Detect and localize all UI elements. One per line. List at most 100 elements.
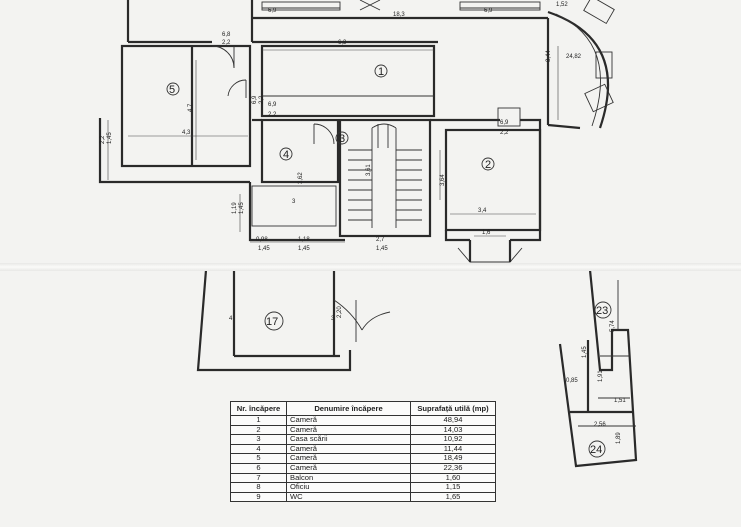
- dim-label: 3,61: [366, 164, 372, 176]
- room-17-outline: [196, 269, 391, 372]
- dim-label: 1,52: [556, 2, 568, 8]
- room-number-24: 24: [590, 444, 602, 456]
- row-number: 9: [230, 491, 287, 503]
- row-name: Cameră: [286, 424, 411, 436]
- dim-label: 6,9: [268, 8, 277, 14]
- room-17-marker: [264, 311, 284, 331]
- dim-label: 1,6: [482, 230, 491, 236]
- room-number-23: 23: [596, 305, 608, 317]
- row-number: 2: [230, 424, 287, 436]
- dim-label: 3,64: [440, 174, 446, 186]
- dim-label: 6,8: [222, 32, 231, 38]
- row-area: 11,44: [410, 443, 496, 455]
- hallway-walls: [98, 79, 345, 242]
- room-number-markers: 5 1 4 3 2: [166, 64, 495, 171]
- room-number-2: 2: [485, 159, 491, 171]
- dim-label: 2,2: [500, 130, 509, 136]
- dim-label: 2,7: [376, 237, 385, 243]
- row-number: 6: [230, 462, 287, 474]
- row-area: 1,60: [410, 472, 496, 484]
- dim-label: 1,45: [107, 132, 113, 144]
- dim-label: 4,3: [182, 130, 191, 136]
- row-number: 7: [230, 472, 287, 484]
- dim-label: 1,18: [298, 237, 310, 243]
- dim-label: 3: [331, 316, 335, 322]
- dim-label: 3: [292, 199, 296, 205]
- row-number: 3: [230, 434, 287, 445]
- room-4-outline: [251, 118, 340, 227]
- row-area: 1,65: [410, 491, 496, 503]
- room-1-outline: [260, 44, 436, 118]
- dimension-labels: 6,8 2,2 18,3 6,9 6,9 1,52 6,3 8,44 24,82…: [100, 2, 582, 252]
- row-number: 1: [230, 415, 287, 426]
- dim-label: 1,45: [298, 246, 310, 252]
- row-area: 22,36: [410, 462, 496, 474]
- dim-label: 6,9: [484, 8, 493, 14]
- header-room-number: Nr. încăpere: [230, 401, 287, 416]
- dim-label: 2,2: [268, 112, 277, 118]
- room-number-4: 4: [283, 149, 289, 161]
- row-number: 5: [230, 453, 287, 464]
- header-room-name: Denumire încăpere: [286, 401, 411, 416]
- row-number: 8: [230, 482, 287, 493]
- room-areas-table: Nr. încăpere Denumire încăpere Suprafață…: [230, 401, 496, 503]
- dim-label: 6,9: [252, 95, 258, 104]
- row-area: 18,49: [410, 453, 496, 464]
- dim-label: 2,56: [594, 422, 606, 428]
- header-room-area: Suprafață utilă (mp): [410, 401, 496, 416]
- dim-label: 1,51: [614, 398, 626, 404]
- dim-label: 1,45: [582, 346, 588, 358]
- dim-label: 5,74: [610, 320, 616, 332]
- top-wall-segment: [126, 0, 548, 44]
- dim-label: 1,89: [616, 432, 622, 444]
- room-number-1: 1: [378, 66, 384, 78]
- room-23-marker: [594, 301, 612, 319]
- row-name: Cameră: [286, 453, 411, 464]
- dim-label: 3,4: [478, 208, 487, 214]
- dim-label: 4: [229, 316, 233, 322]
- row-name: Balcon: [286, 472, 411, 484]
- room-24-marker: [588, 440, 606, 458]
- row-name: Cameră: [286, 462, 411, 474]
- row-area: 48,94: [410, 415, 496, 426]
- dim-label: 1,91: [598, 370, 604, 382]
- dim-label: 6,3: [338, 40, 347, 46]
- room-number-3: 3: [339, 133, 345, 145]
- bay-window-room: [546, 0, 615, 130]
- dimension-lines: [107, 46, 559, 243]
- dim-label: 6,9: [268, 102, 277, 108]
- dim-label: 1,45: [376, 246, 388, 252]
- dim-label: 0,85: [566, 378, 578, 384]
- dim-label: 1,45: [239, 202, 245, 214]
- dim-label: 1,19: [232, 202, 238, 214]
- dim-label: 3,62: [298, 172, 304, 184]
- dim-label: 1,45: [258, 246, 270, 252]
- row-name: Cameră: [286, 415, 411, 426]
- dim-label: 2,2: [259, 95, 265, 104]
- room-5-outline: [120, 44, 252, 168]
- row-area: 10,92: [410, 434, 496, 445]
- paper-fold: [0, 263, 741, 271]
- row-number: 4: [230, 443, 287, 455]
- dim-label: 2,2: [100, 135, 106, 144]
- row-name: WC: [286, 491, 411, 503]
- room-23-24-outline: [558, 269, 638, 468]
- dim-label: 2,2: [222, 40, 231, 46]
- dim-label: 8,44: [546, 50, 552, 62]
- dim-label: 6,9: [500, 120, 509, 126]
- row-name: Cameră: [286, 443, 411, 455]
- row-name: Casa scării: [286, 434, 411, 445]
- row-area: 1,15: [410, 482, 496, 493]
- staircase: [338, 118, 432, 238]
- room-2-outline: [430, 107, 542, 263]
- dim-label: 0,98: [256, 237, 268, 243]
